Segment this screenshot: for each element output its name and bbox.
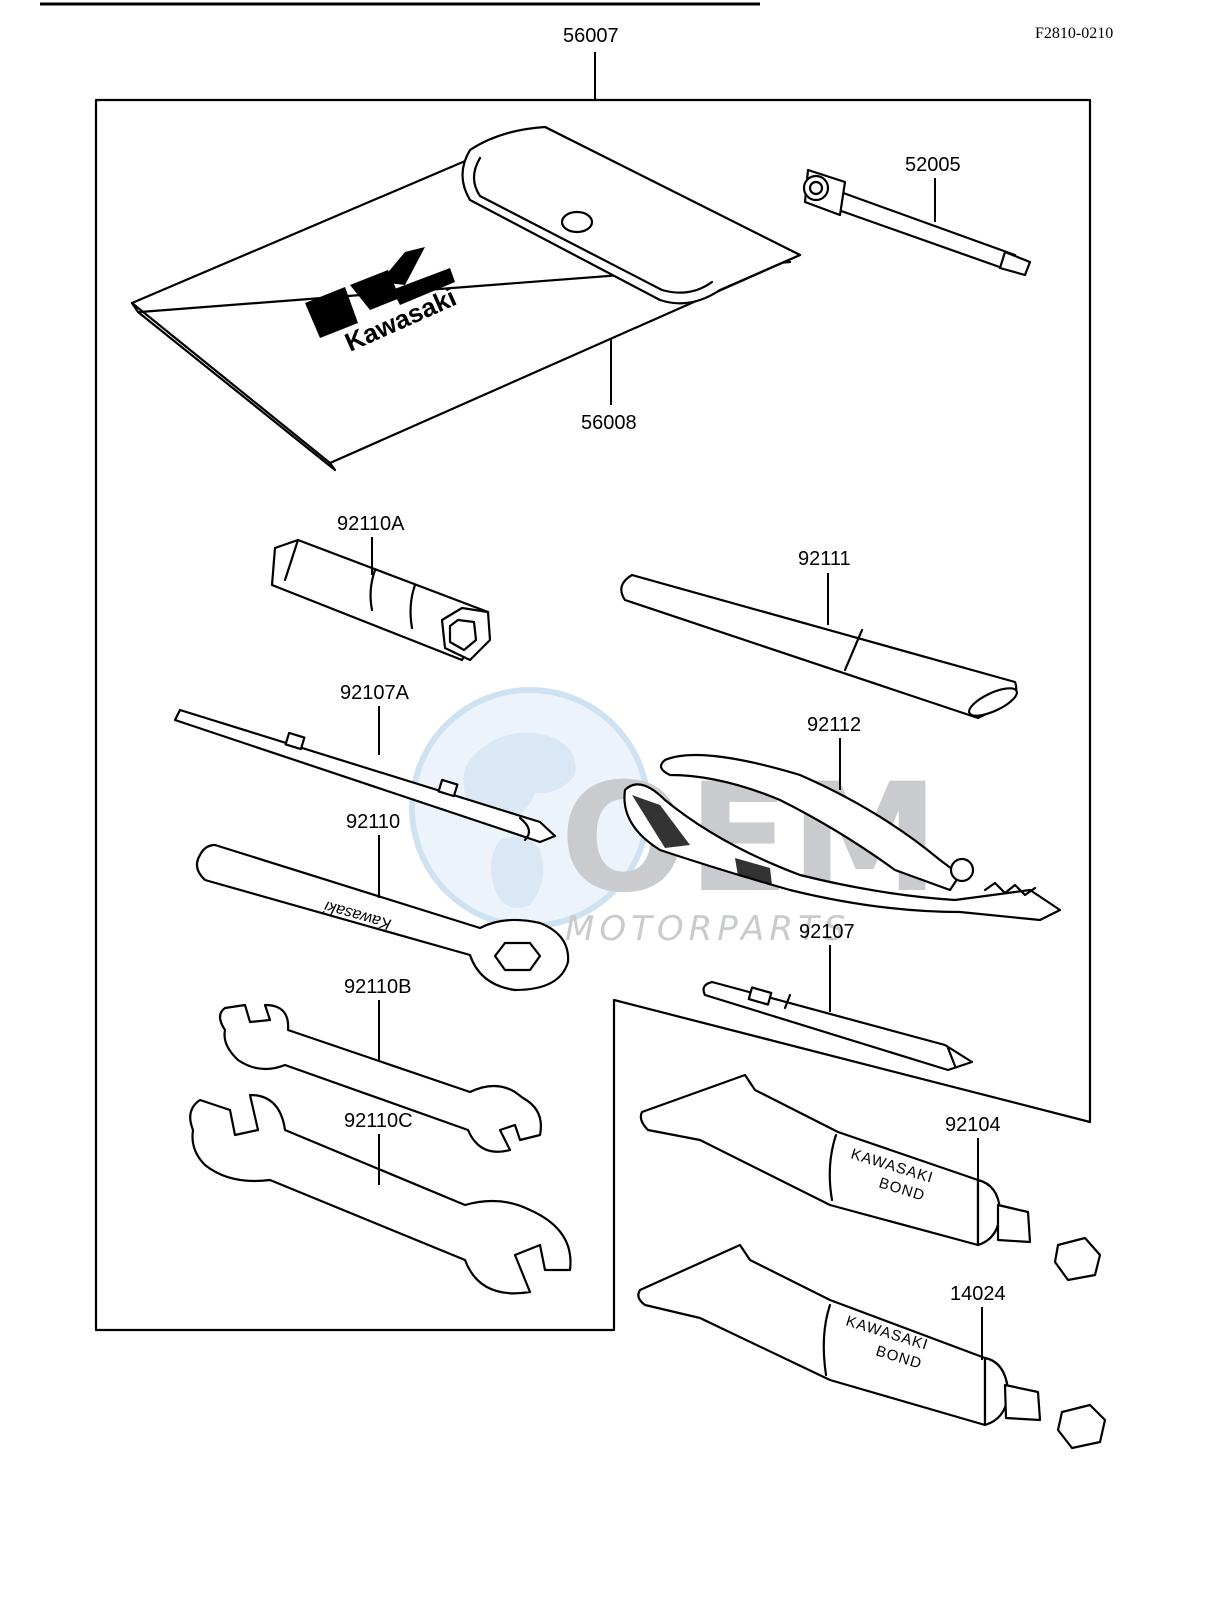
kit-frame xyxy=(94,98,1092,1332)
part-label-wrench-large: 92110C xyxy=(344,1110,413,1132)
part-label-spark-plug-tool: 52005 xyxy=(905,154,961,176)
screwdriver-flat xyxy=(173,708,557,844)
part-label-screwdriver-phillips: 92107 xyxy=(799,921,855,943)
part-label-tool-case: 56008 xyxy=(581,412,637,434)
part-label-box-wrench: 92110 xyxy=(346,811,400,833)
screwdriver-phillips xyxy=(702,980,974,1072)
case-snap-button xyxy=(560,210,594,234)
spark-plug-tool xyxy=(802,168,1032,277)
watermark-sub: MOTORPARTS xyxy=(565,909,850,949)
wrench-large xyxy=(189,1093,572,1295)
part-label-plug-wrench: 92110A xyxy=(337,513,405,535)
extension-bar xyxy=(620,573,1018,720)
bond-tube-2: KAWASAKI BOND xyxy=(637,1243,1107,1450)
pliers xyxy=(623,753,1062,922)
part-label-wrench-small: 92110B xyxy=(344,976,411,998)
wrench-small xyxy=(218,1003,542,1153)
part-label-kit: 56007 xyxy=(563,25,619,47)
part-label-extension-bar: 92111 xyxy=(798,548,851,570)
part-label-bond-tube-2: 14024 xyxy=(950,1283,1006,1305)
drawing-reference: F2810-0210 xyxy=(1035,25,1113,42)
part-label-pliers: 92112 xyxy=(807,714,861,736)
part-label-bond-tube-1: 92104 xyxy=(945,1114,1001,1136)
bond-tube-1: KAWASAKI BOND xyxy=(639,1073,1102,1282)
part-label-screwdriver-flat: 92107A xyxy=(340,682,410,704)
plug-wrench xyxy=(270,538,492,662)
tool-case: Kawasaki xyxy=(130,125,802,472)
